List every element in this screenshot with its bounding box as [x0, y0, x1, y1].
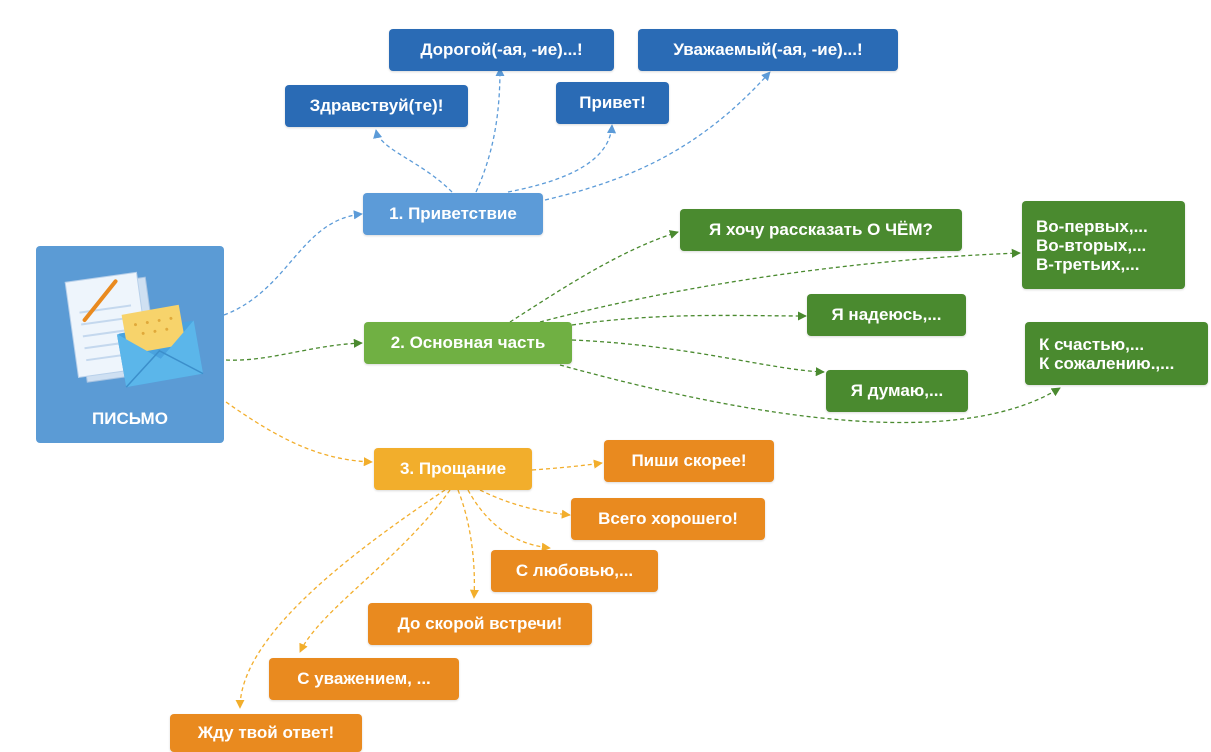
- farewell-item: С уважением, ...: [269, 658, 459, 700]
- greeting-item: Уважаемый(-ая, -ие)...!: [638, 29, 898, 71]
- root-label: ПИСЬМО: [92, 409, 168, 428]
- main-part-item: Я надеюсь,...: [807, 294, 966, 336]
- farewell-item: С любовью,...: [491, 550, 658, 592]
- edge-fare-3: [467, 489, 551, 552]
- edge-fare-1: [531, 459, 603, 471]
- attitude-list-node: К счастью,... К сожалению.,...: [1025, 322, 1208, 385]
- farewell-item: До скорой встречи!: [368, 603, 592, 645]
- edge-main-5: [559, 364, 1061, 424]
- edge-root-main: [225, 338, 363, 361]
- edge-greet-2: [475, 67, 505, 193]
- edge-fare-4: [457, 489, 479, 599]
- edge-fare-2: [479, 489, 571, 519]
- sequence-item: Во-первых,...: [1036, 216, 1148, 236]
- edge-greet-1: [373, 129, 453, 193]
- farewell-item: Жду твой ответ!: [170, 714, 362, 752]
- edge-fare-6: [235, 489, 446, 709]
- edge-root-farewell: [225, 401, 373, 467]
- edge-root-greeting: [223, 210, 363, 316]
- attitude-item: К счастью,...: [1039, 334, 1145, 354]
- main-part-item: Я хочу рассказать О ЧЁМ?: [680, 209, 962, 251]
- attitude-item: К сожалению.,...: [1039, 353, 1175, 373]
- farewell-item: Пиши скорее!: [604, 440, 774, 482]
- edge-main-4: [571, 339, 825, 377]
- edge-greet-4: [544, 71, 771, 201]
- edge-main-2: [539, 248, 1021, 323]
- greeting-item: Дорогой(-ая, -ие)...!: [389, 29, 614, 71]
- greeting-item: Здравствуй(те)!: [285, 85, 468, 127]
- edge-main-1: [509, 230, 679, 323]
- farewell-node: 3. Прощание: [374, 448, 532, 490]
- root-node: ПИСЬМО: [36, 246, 224, 443]
- sequence-item: В-третьих,...: [1036, 254, 1140, 274]
- greeting-item: Привет!: [556, 82, 669, 124]
- main-part-item: Я думаю,...: [826, 370, 968, 412]
- edge-main-3: [571, 311, 807, 326]
- edge-greet-3: [507, 124, 617, 193]
- main-part-node: 2. Основная часть: [364, 322, 572, 364]
- sequence-item: Во-вторых,...: [1036, 235, 1147, 255]
- sequence-list-node: Во-первых,... Во-вторых,... В-третьих,..…: [1022, 201, 1185, 289]
- greeting-node: 1. Приветствие: [363, 193, 543, 235]
- letter-envelope-icon: [64, 271, 204, 388]
- farewell-item: Всего хорошего!: [571, 498, 765, 540]
